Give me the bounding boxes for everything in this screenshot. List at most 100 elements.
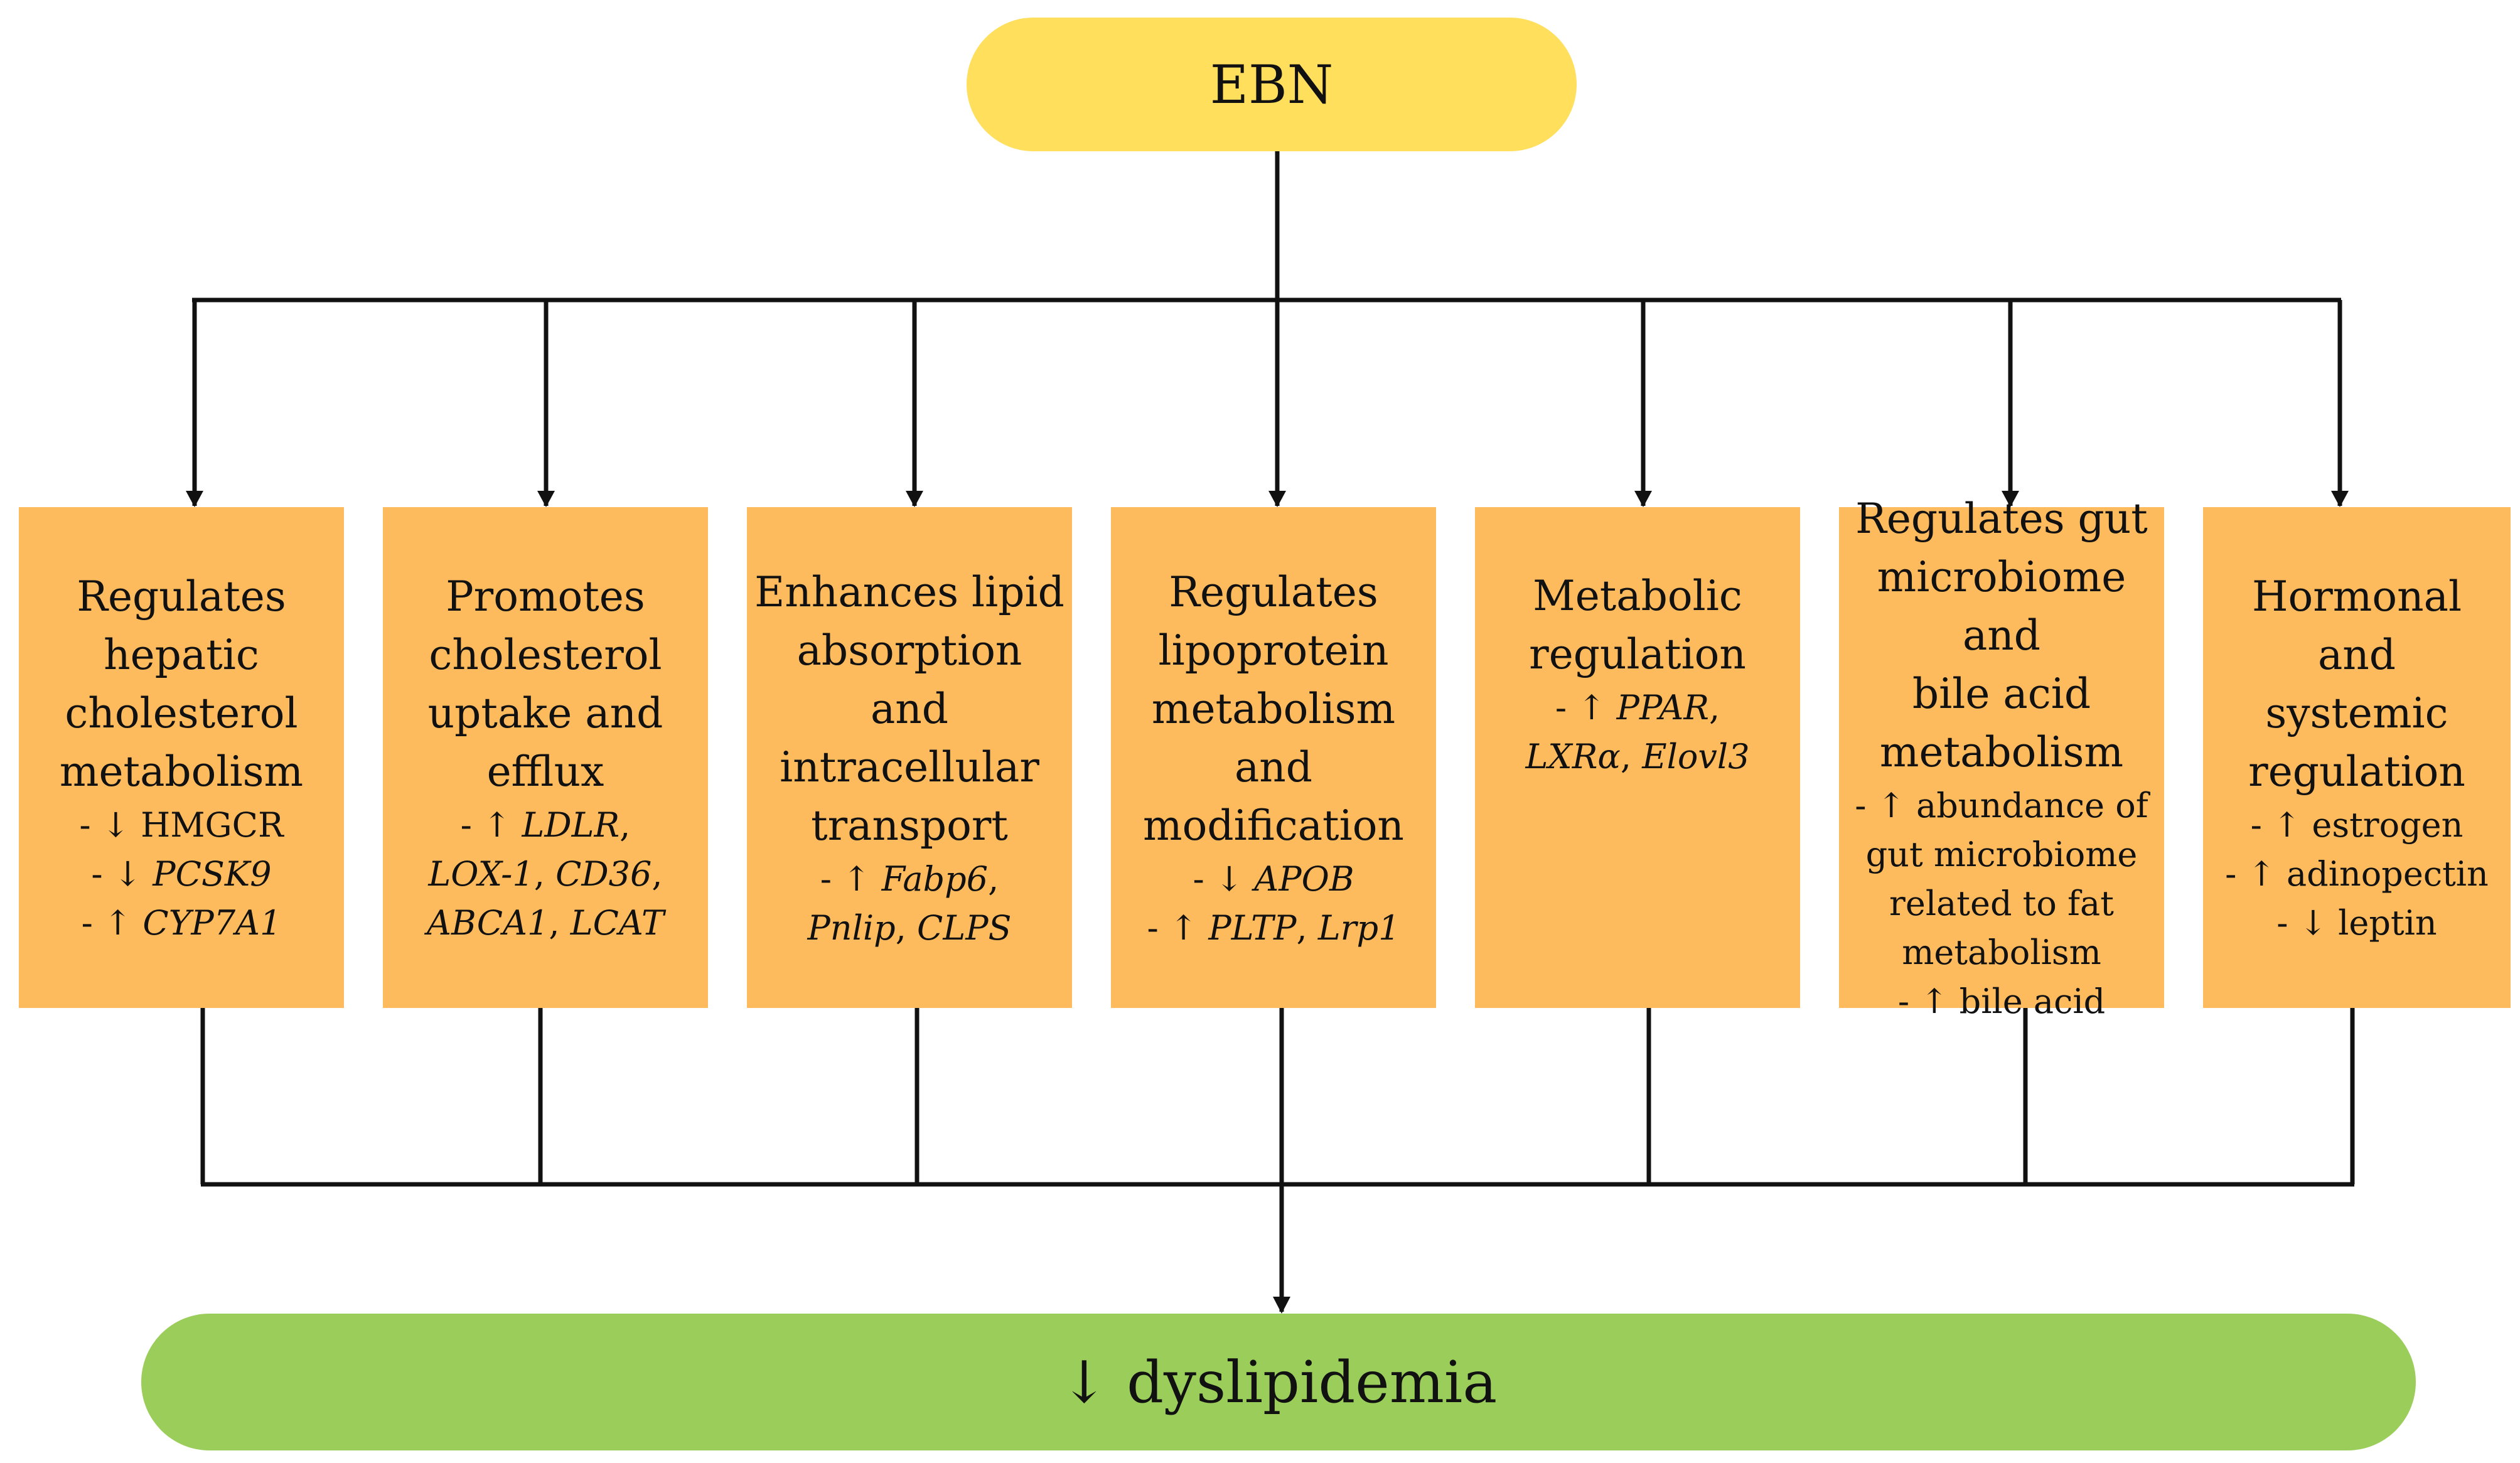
- box-detail-line: - ↑ PPAR,: [1525, 683, 1749, 732]
- detail-text: ,: [895, 908, 918, 948]
- gene-name: PCSK9: [153, 854, 272, 894]
- box-details: - ↑ LDLR,LOX-1, CD36,ABCA1, LCAT: [427, 801, 664, 948]
- box-details: - ↑ PPAR,LXRα, Elovl3: [1525, 683, 1749, 781]
- box-title-line: modification: [1143, 801, 1404, 850]
- detail-text: related to fat: [1889, 883, 2114, 923]
- box-title: Metabolic regulation: [1529, 567, 1746, 683]
- box-title-line: efflux: [486, 748, 604, 796]
- box-title-line: intracellular: [780, 742, 1039, 791]
- gene-name: PPAR: [1616, 688, 1710, 727]
- box-details: - ↑ estrogen - ↑ adinopectin - ↓ leptin: [2225, 801, 2489, 948]
- box-details: - ↓ APOB- ↑ PLTP, Lrp1: [1147, 855, 1400, 953]
- detail-text: ,: [549, 903, 571, 943]
- box-title-line: systemic: [2265, 689, 2448, 737]
- arrowhead-box-4: [1268, 491, 1286, 507]
- detail-text: - ↓: [91, 854, 153, 894]
- box-detail-line: - ↑ estrogen: [2225, 801, 2489, 850]
- box-detail-line: ABCA1, LCAT: [427, 899, 664, 948]
- detail-text: - ↑: [460, 805, 522, 845]
- detail-text: gut microbiome: [1865, 834, 2138, 874]
- box-detail-line: LXRα, Elovl3: [1525, 732, 1749, 781]
- detail-text: HMGCR: [141, 805, 284, 845]
- detail-text: - ↑: [81, 903, 143, 943]
- box-title-line: regulation: [1529, 630, 1746, 678]
- arrowhead-box-5: [1634, 491, 1652, 507]
- gene-name: PLTP: [1208, 908, 1297, 948]
- box-title-line: cholesterol: [429, 631, 662, 679]
- detail-text: - ↓: [79, 805, 141, 845]
- arrowhead-box-2: [537, 491, 555, 507]
- box-detail-line: - ↓ APOB: [1147, 855, 1400, 904]
- box-title-line: lipoprotein: [1158, 626, 1389, 675]
- box-detail-line: - ↑ bile acid: [1855, 977, 2148, 1026]
- box-title-line: Metabolic: [1533, 572, 1742, 620]
- detail-text: - ↑ estrogen: [2250, 805, 2464, 845]
- gene-name: LOX-1: [428, 854, 534, 894]
- box-detail-line: related to fat: [1855, 879, 2148, 928]
- box-details: - ↓ HMGCR- ↓ PCSK9- ↑ CYP7A1: [79, 801, 283, 948]
- gene-name: Lrp1: [1317, 908, 1400, 948]
- box-detail-line: Pnlip, CLPS: [807, 904, 1011, 953]
- gene-name: LCAT: [570, 903, 664, 943]
- detail-text: ,: [533, 854, 556, 894]
- gene-name: Fabp6: [881, 859, 989, 899]
- box-details: - ↑ Fabp6,Pnlip, CLPS: [807, 855, 1011, 953]
- gene-name: ABCA1: [427, 903, 549, 943]
- box-detail-line: - ↑ LDLR,: [427, 801, 664, 850]
- box-title-line: Promotes: [446, 572, 645, 621]
- box-title-line: absorption and: [796, 626, 1022, 733]
- detail-text: ,: [651, 854, 663, 894]
- gene-name: LDLR: [522, 805, 620, 845]
- gene-name: CYP7A1: [142, 903, 282, 943]
- detail-text: - ↑ adinopectin: [2225, 854, 2489, 894]
- box-title-line: metabolism: [1879, 727, 2124, 776]
- detail-text: - ↑: [1555, 688, 1617, 727]
- detail-text: ,: [988, 859, 999, 899]
- arrowhead-box-7: [2331, 491, 2349, 507]
- arrowhead-dyslipidemia: [1273, 1297, 1290, 1314]
- box-title-line: Regulates: [77, 572, 286, 621]
- gene-name: Elovl3: [1642, 737, 1750, 776]
- box-title-line: hepatic: [104, 631, 259, 679]
- detail-text: - ↑ abundance of: [1855, 785, 2148, 825]
- box-detail-line: - ↓ PCSK9: [79, 850, 283, 899]
- box-detail-line: LOX-1, CD36,: [427, 850, 664, 899]
- gene-name: CD36: [555, 854, 652, 894]
- box-title-line: regulation: [2248, 748, 2465, 796]
- box-detail-line: - ↑ abundance of: [1855, 781, 2148, 830]
- dyslipidemia-node: ↓ dyslipidemia: [141, 1314, 2416, 1450]
- dyslipidemia-label: ↓ dyslipidemia: [1059, 1348, 1498, 1416]
- arrowhead-box-3: [906, 491, 923, 507]
- box-detail-line: - ↑ adinopectin: [2225, 850, 2489, 899]
- box-title-line: transport: [811, 801, 1008, 850]
- detail-text: - ↑ bile acid: [1897, 981, 2106, 1021]
- gene-name: APOB: [1254, 859, 1354, 899]
- detail-text: ,: [1620, 737, 1643, 776]
- box-title-line: metabolism: [59, 748, 304, 796]
- detail-text: metabolism: [1902, 932, 2101, 972]
- gene-name: Pnlip: [807, 908, 896, 948]
- ebn-label: EBN: [1209, 53, 1334, 115]
- box-title-line: microbiome and: [1877, 552, 2126, 660]
- detail-text: - ↓: [1193, 859, 1255, 899]
- ebn-node: EBN: [967, 18, 1577, 151]
- detail-text: ,: [619, 805, 631, 845]
- detail-text: - ↑: [820, 859, 882, 899]
- box-detail-line: metabolism: [1855, 928, 2148, 977]
- detail-text: - ↑: [1147, 908, 1209, 948]
- gene-name: LXRα: [1525, 737, 1621, 776]
- detail-text: - ↓ leptin: [2276, 903, 2437, 943]
